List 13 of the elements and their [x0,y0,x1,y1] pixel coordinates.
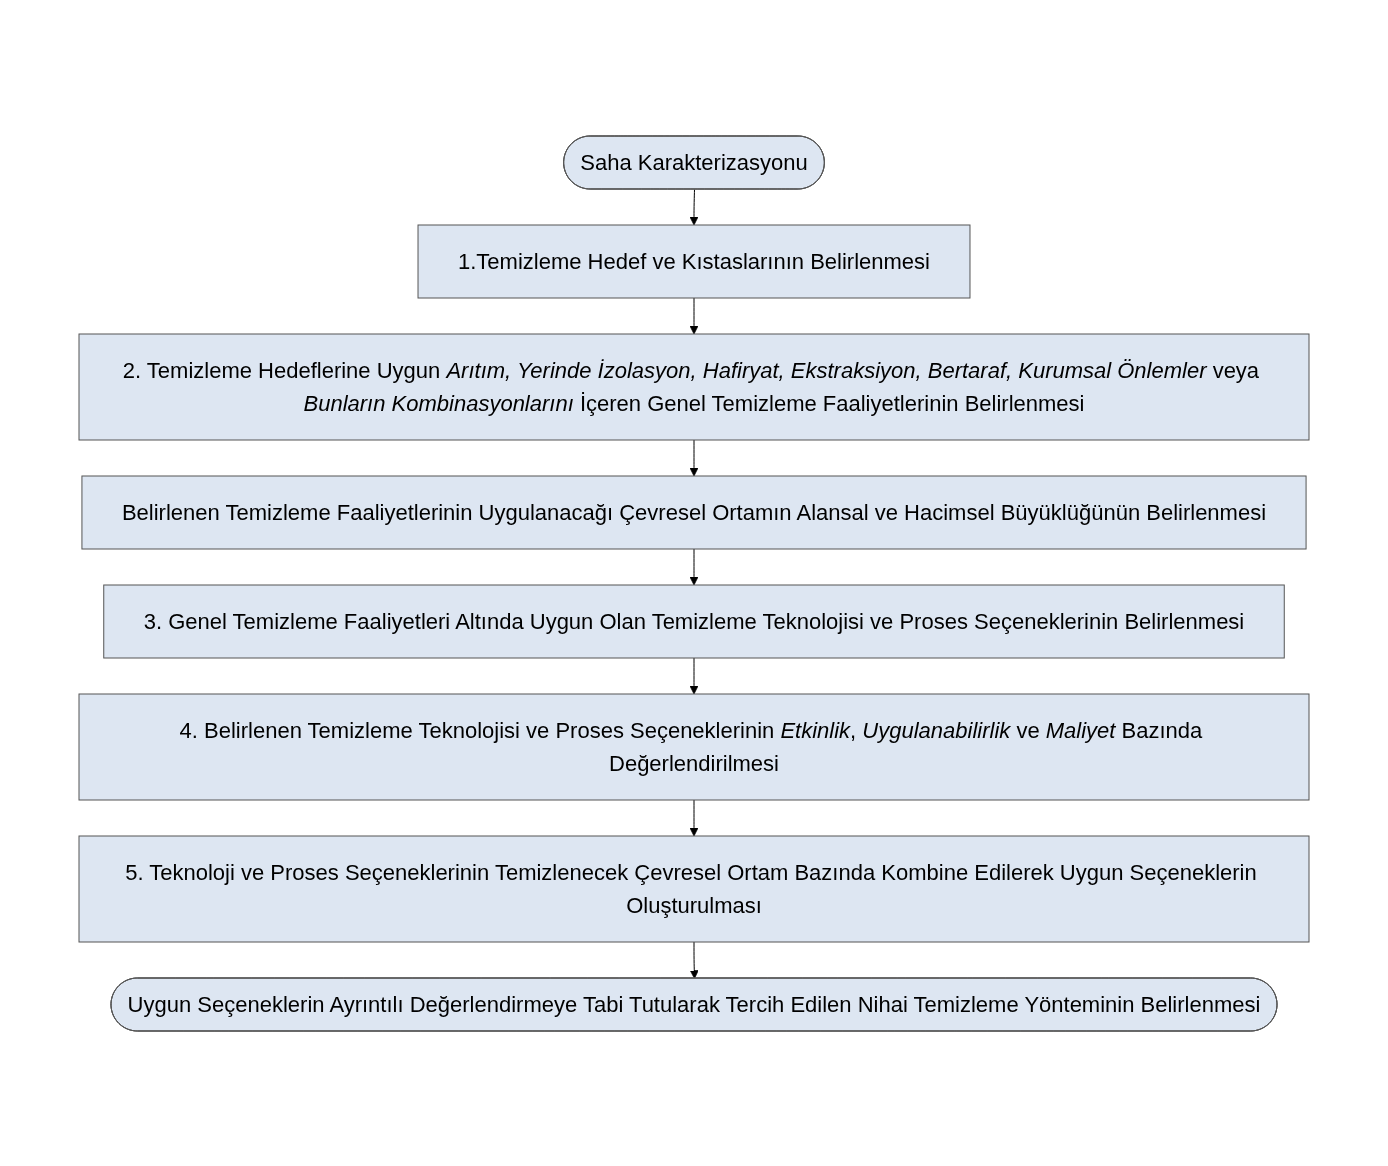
node-box: 1.Temizleme Hedef ve Kıstaslarının Belirlenmesi [417,224,971,298]
node-box: 2. Temizleme Hedeflerine Uygun Arıtım, Yerinde İzolasyon, Hafiryat, Ekstraksiyon, Bertaraf, Kurumsal Önlemler veya Bunların Kombinasyonlarını İçeren Genel Temizleme Faaliyetlerinin Belirlenmesi [78,333,1310,440]
arrow [689,548,699,585]
arrow [689,439,699,476]
node-box: Belirlenen Temizleme Faaliyetlerinin Uygulanacağı Çevresel Ortamın Alansal ve Hacimsel Büyüklüğünün Belirlenmesi [81,475,1307,549]
node-box: 4. Belirlenen Temizleme Teknolojisi ve Proses Seçeneklerinin Etkinlik, Uygulanabilirlik ve Maliyet Bazında Değerlendirilmesi [78,693,1310,800]
node-box: 3. Genel Temizleme Faaliyetleri Altında Uygun Olan Temizleme Teknolojisi ve Proses Seçeneklerinin Belirlenmesi [103,584,1285,658]
node-box: 5. Teknoloji ve Proses Seçeneklerinin Temizlenecek Çevresel Ortam Bazında Kombine Edilerek Uygun Seçeneklerin Oluşturulması [78,835,1310,942]
arrow [689,657,699,694]
arrow [689,297,699,334]
arrow [689,941,699,979]
arrow [689,188,699,225]
arrow [689,799,699,836]
